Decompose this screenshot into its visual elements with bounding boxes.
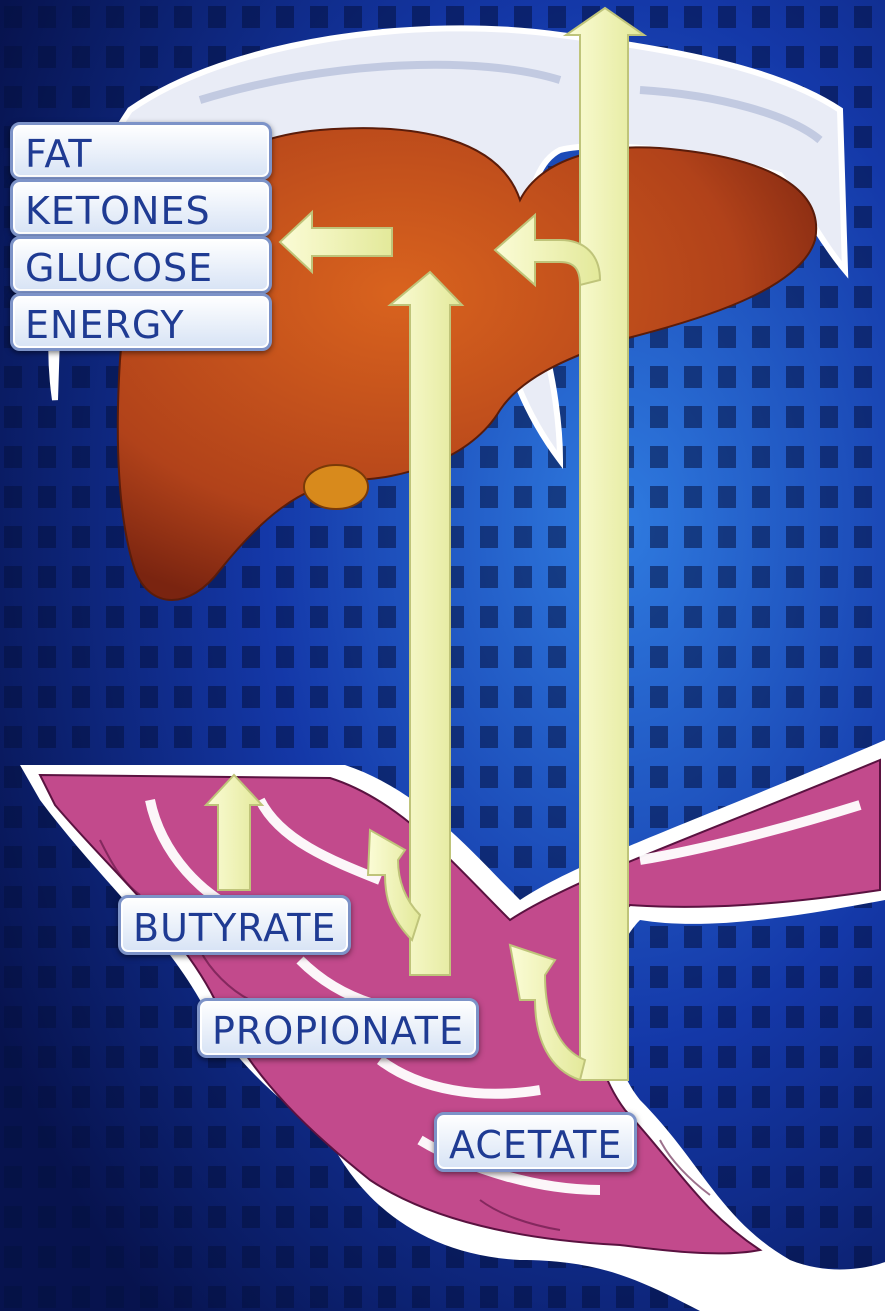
output-label-fat: FAT <box>10 122 272 180</box>
acetate-label: ACETATE <box>434 1112 637 1172</box>
propionate-label: PROPIONATE <box>197 998 479 1058</box>
liver-outputs-list: FAT KETONES GLUCOSE ENERGY <box>10 122 272 350</box>
output-label-energy: ENERGY <box>10 293 272 351</box>
butyrate-label: BUTYRATE <box>118 895 351 955</box>
gallbladder <box>304 465 368 509</box>
output-label-ketones: KETONES <box>10 179 272 237</box>
output-label-glucose: GLUCOSE <box>10 236 272 294</box>
